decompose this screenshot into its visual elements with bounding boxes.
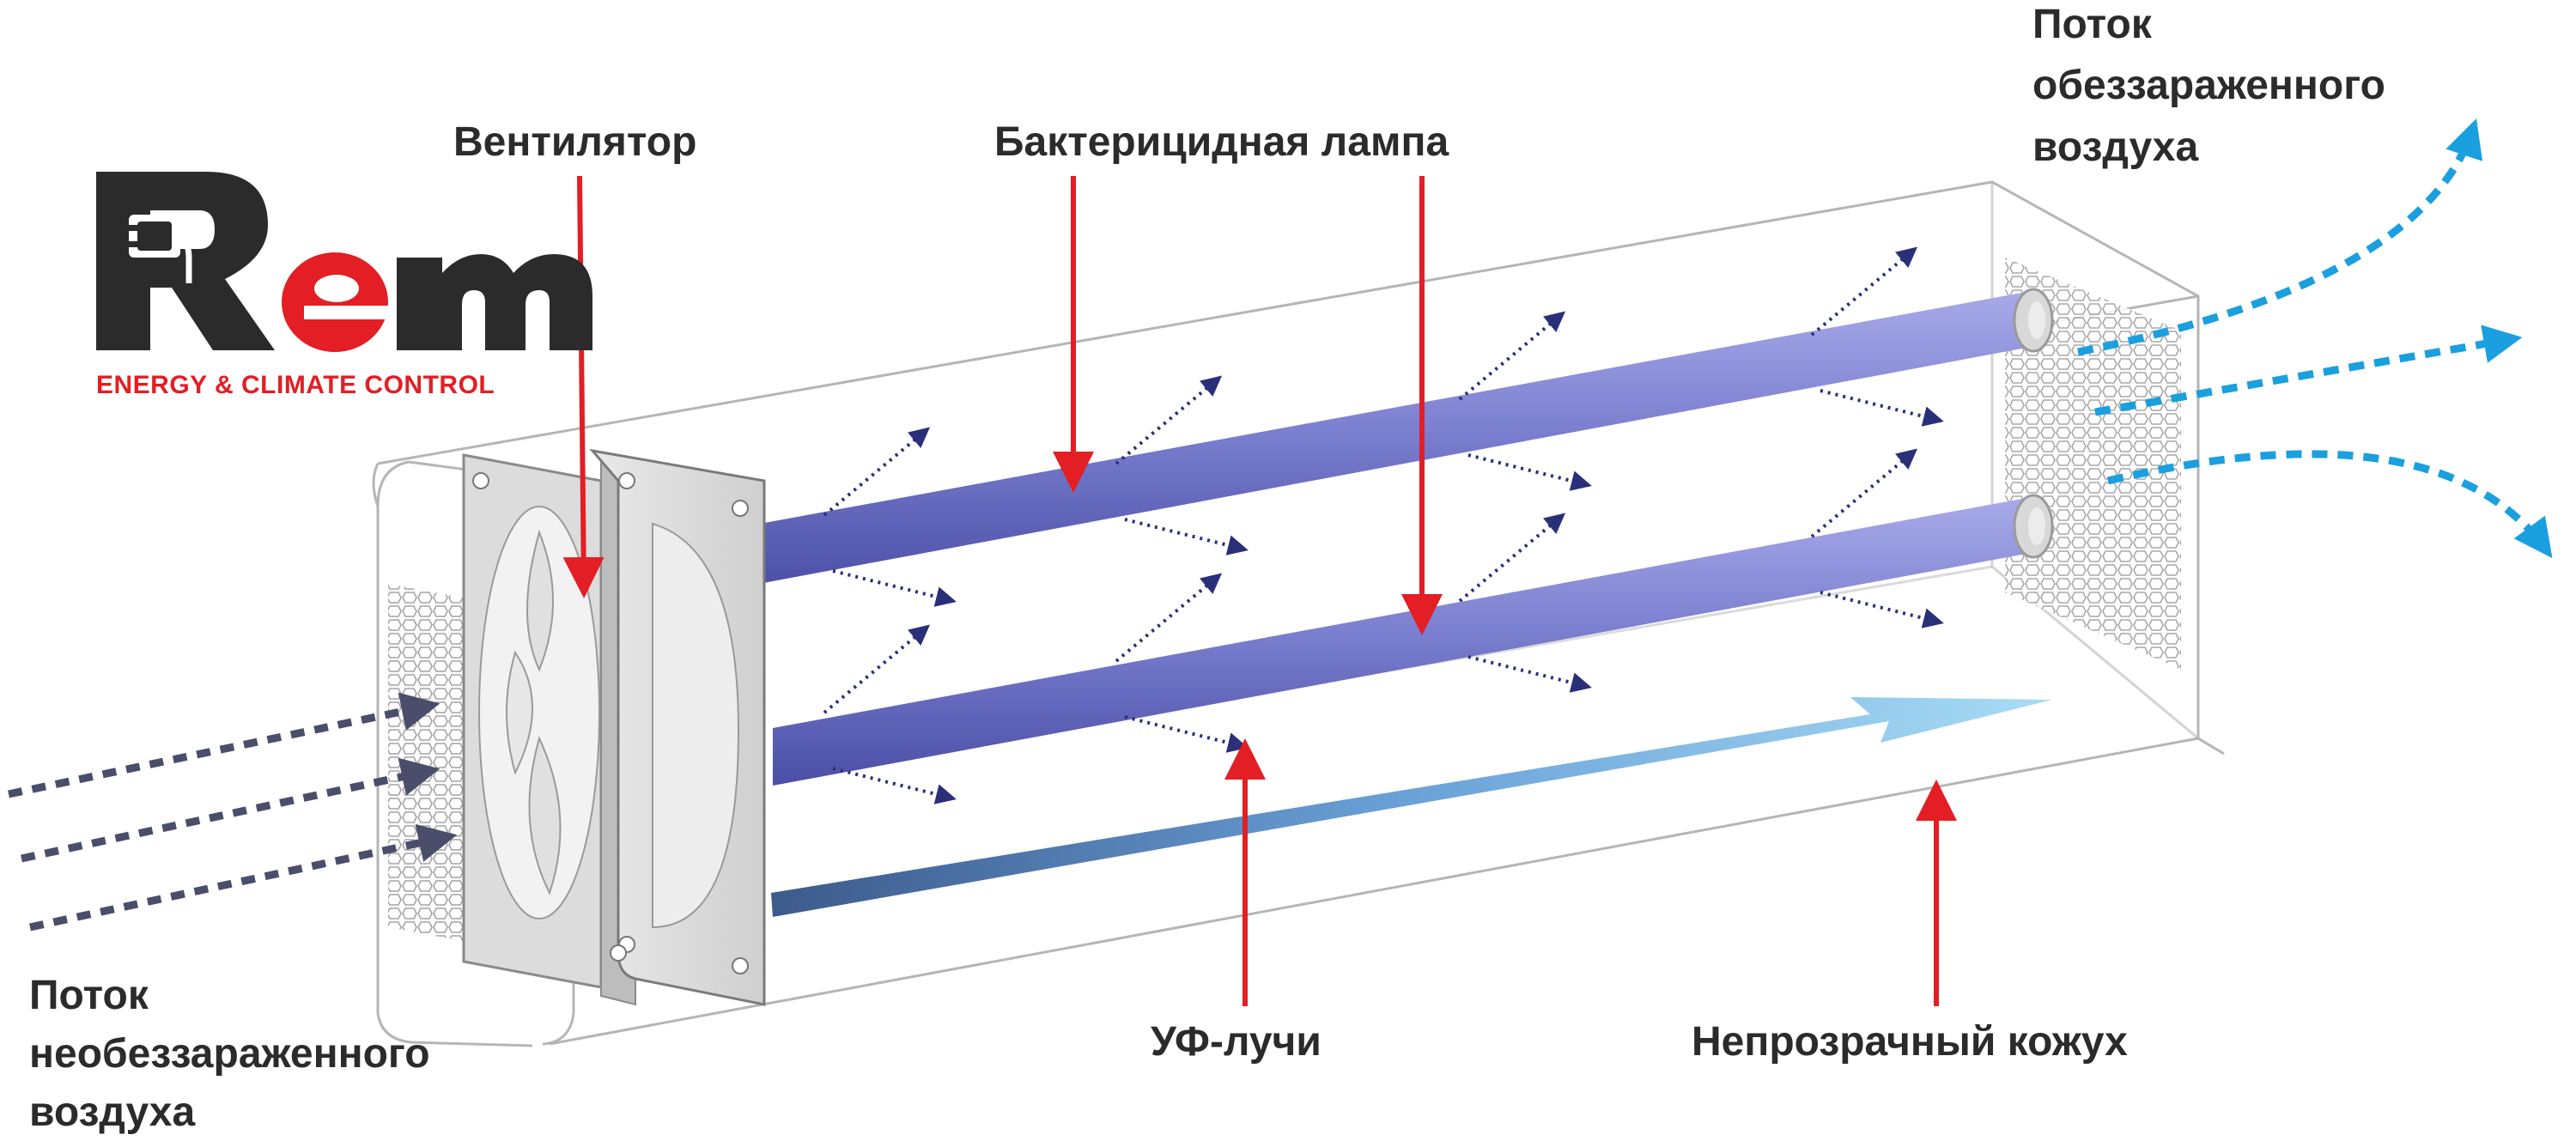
- uv-ray: [1124, 715, 1249, 753]
- logo-e: [282, 252, 388, 352]
- logo-m: [397, 254, 592, 350]
- clean-air-flow-arrows: [2077, 118, 2553, 559]
- uv-ray: [1467, 655, 1592, 693]
- label-clean-air-flow-1: Поток: [2032, 2, 2152, 47]
- uv-ray: [1124, 518, 1249, 555]
- label-clean-air-flow-2: обеззараженного: [2032, 63, 2385, 108]
- fan: [462, 448, 766, 1006]
- pointer-arrows: [562, 175, 1957, 1006]
- uv-ray: [823, 624, 931, 714]
- label-uv-rays: УФ-лучи: [1151, 1019, 1321, 1065]
- germicidal-lamp-lower: [773, 494, 2054, 786]
- label-opaque-casing: Непрозрачный кожух: [1692, 1019, 2128, 1065]
- label-germicidal-lamp: Бактерицидная лампа: [994, 119, 1449, 165]
- germicidal-lamp-upper: [713, 288, 2054, 592]
- plug-icon: [113, 215, 192, 283]
- uv-ray: [1820, 389, 1944, 427]
- logo-tagline: ENERGY & CLIMATE CONTROL: [96, 371, 495, 399]
- uv-ray: [1820, 591, 1944, 628]
- uv-ray: [1467, 453, 1592, 491]
- uv-ray: [832, 767, 957, 804]
- uv-ray: [832, 569, 957, 607]
- dirty-air-flow-arrows: [8, 692, 458, 932]
- label-dirty-air-flow-3: воздуха: [29, 1089, 196, 1135]
- outlet-grille: [2005, 258, 2181, 670]
- pointer-fan: [562, 175, 605, 598]
- label-dirty-air-flow-2: необеззараженного: [29, 1031, 430, 1077]
- uv-rays-group: [823, 246, 1944, 804]
- label-clean-air-flow-3: воздуха: [2032, 124, 2199, 170]
- rem-logo: [96, 172, 592, 352]
- internal-airflow-arrow: [771, 697, 2052, 917]
- label-dirty-air-flow-1: Поток: [29, 973, 149, 1018]
- label-fan: Вентилятор: [453, 119, 697, 165]
- uv-ray: [1115, 573, 1223, 663]
